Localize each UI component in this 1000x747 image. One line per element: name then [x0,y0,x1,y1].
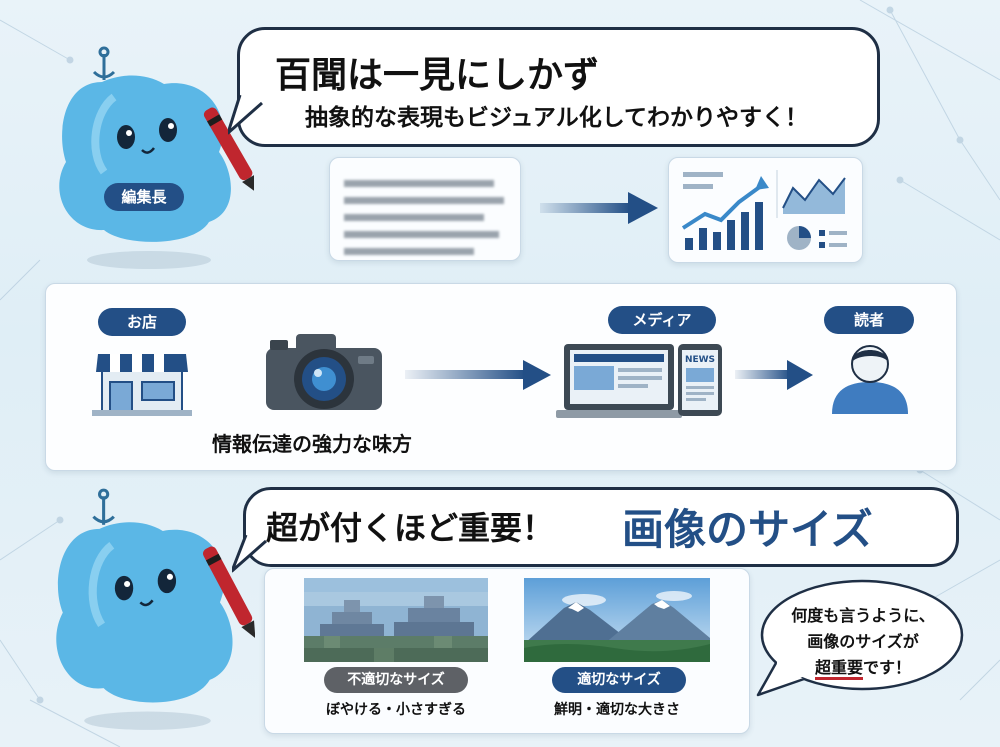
mascot-illustration-bottom [56,488,256,730]
reminder-line-3: 超重要です！ [768,654,958,680]
editor-mascot-bottom [40,484,256,734]
arrow-right-icon [540,192,658,224]
flow-arrow-2-icon [735,360,813,390]
headline-bubble [237,27,880,147]
reminder-emphasis: 超重要 [814,658,863,680]
editor-mascot [44,42,257,272]
reader-icon [832,345,908,414]
importance-bubble [243,487,959,567]
importance-prefix: 超が付くほど重要！ [266,509,555,547]
reminder-rest: です！ [863,658,912,677]
bubble-tail-bottom [232,535,267,573]
reminder-balloon [756,579,964,697]
editor-badge: 編集長 [104,183,184,211]
visual-chart-card [668,157,863,263]
chart-illustration-icon [681,170,847,250]
good-size-label: 適切なサイズ [552,667,686,693]
bubble-tail [228,95,263,135]
news-text: NEWS [685,355,715,365]
flow-arrow-1-icon [405,360,551,390]
shop-icon [92,354,192,416]
laptop-news-icon: NEWS [556,344,722,418]
headline-title: 百聞は一見にしかず [275,55,600,96]
headline-subtitle: 抽象的な表現もビジュアル化してわかりやすく！ [305,105,809,131]
bad-size-label: 不適切なサイズ [324,667,468,693]
reminder-line-1: 何度も言うように、 [791,606,935,625]
good-size-caption: 鮮明・適切な大きさ [554,702,680,718]
mascot-illustration [59,46,257,269]
media-label: メディア [608,306,716,334]
camera-icon [266,334,382,410]
reader-label: 読者 [824,306,914,334]
sharp-image [524,578,710,662]
bad-size-caption: ぼやける・小さすぎる [326,702,466,718]
abstract-text-card [329,157,521,261]
pixelated-image [304,578,488,662]
flow-caption: 情報伝達の強力な味方 [212,432,412,456]
shop-label: お店 [98,308,186,336]
importance-highlight: 画像のサイズ [622,505,873,554]
reminder-line-2: 画像のサイズが [807,632,919,651]
